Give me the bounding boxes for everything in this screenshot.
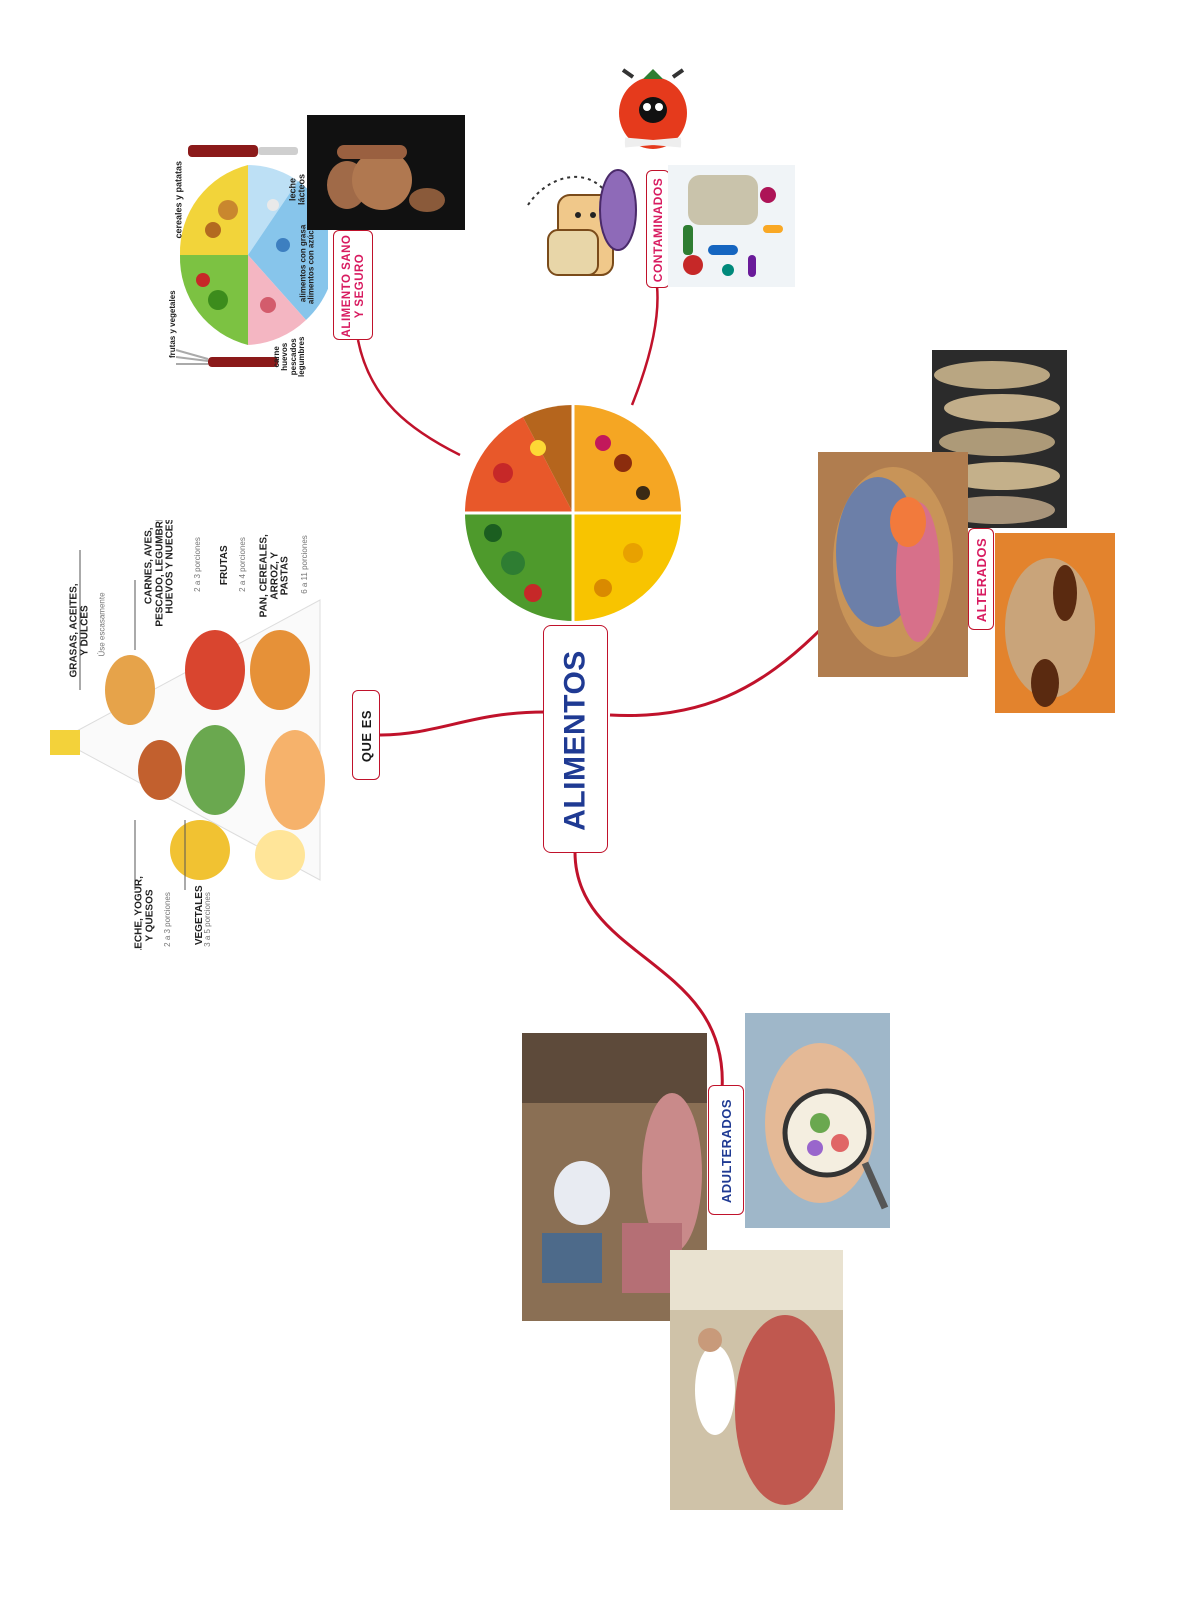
branch-node-adulterados[interactable]: ADULTERADOS [708,1085,744,1215]
connector-contaminados [630,285,659,406]
cockroach-food-graphic [1005,558,1095,707]
branch-node-que-es-label: QUE ES [358,709,374,763]
bacteria-image [668,165,795,287]
pyramid-label-carnes: CARNES, AVES,PESCADO, LEGUMBRES,HUEVOS Y… [143,520,176,627]
central-node[interactable]: ALIMENTOS [543,625,608,853]
pyramid-sub-frutas: 2 a 4 porciones [237,537,247,592]
pyramid-label-leche: LECHE, YOGUR,Y QUESOS [133,876,156,950]
pyramid-sub-grasas: Úse escasamente [97,592,107,657]
plate-label-frutas: frutas y vegetales [168,290,177,358]
knife-handle [188,145,258,157]
connector-adulterados [573,851,724,1091]
plate-label-cereales: cereales y patatas [173,160,184,239]
food-wheel-image [464,404,681,621]
pyramid-sub-pan: 6 a 11 porciones [299,535,309,594]
wheel-sector-brown [523,404,573,513]
muscular-man-graphic [327,145,445,212]
poison-tomato-image [619,68,687,149]
knife-blade [258,147,298,155]
moldy-sandwich-graphic [833,467,953,657]
sano-label-line1: ALIMENTO SANO [340,234,353,338]
sano-label-line2: Y SEGURO [354,253,366,319]
moldy-sandwich-photo [818,452,968,677]
pyramid-sub-leche: 2 a 3 porciones [162,892,172,947]
muscular-man-photo [307,115,465,230]
butcher-graphic [670,1250,843,1505]
bacteria-graphic [683,175,783,277]
pyramid-sub-carnes: 2 a 3 porciones [192,537,202,592]
connector-alterados [609,626,824,718]
wheel-sector-red [464,417,573,513]
butcher-photo [670,1250,843,1510]
cockroach-food-photo [995,533,1115,713]
market-meat-photo [522,1033,707,1321]
spoiled-fish-graphic [934,361,1060,524]
connector-sano [356,339,461,457]
contaminated-food-cartoon [527,169,637,276]
connector-que-es [377,710,546,737]
hand-magnifier-graphic [765,1043,889,1210]
pyramid-label-grasas: GRASAS, ACEITES,Y DULCES [68,583,91,678]
fork-handle [208,357,278,367]
central-node-label: ALIMENTOS [558,650,592,831]
food-pyramid-graphic [50,550,325,890]
branch-node-sano[interactable]: ALIMENTO SANO Y SEGURO [333,230,373,340]
branch-node-que-es[interactable]: QUE ES [352,690,380,780]
hand-magnifier-image [745,1013,890,1228]
market-meat-graphic [522,1033,707,1293]
branch-node-sano-label: ALIMENTO SANO Y SEGURO [334,231,374,341]
branch-node-alterados[interactable]: ALTERADOS [968,528,994,630]
branch-node-alterados-label: ALTERADOS [973,537,989,623]
pyramid-label-frutas: FRUTAS [218,545,230,586]
pyramid-sub-vegetales: 3 a 5 porciones [202,892,212,947]
wheel-sector-yellow [573,513,681,621]
branch-node-contaminados[interactable]: CONTAMINADOS [646,170,670,288]
branch-node-adulterados-label: ADULTERADOS [718,1098,734,1204]
food-pyramid-image: GRASAS, ACEITES,Y DULCES Úse escasamente… [40,520,340,950]
